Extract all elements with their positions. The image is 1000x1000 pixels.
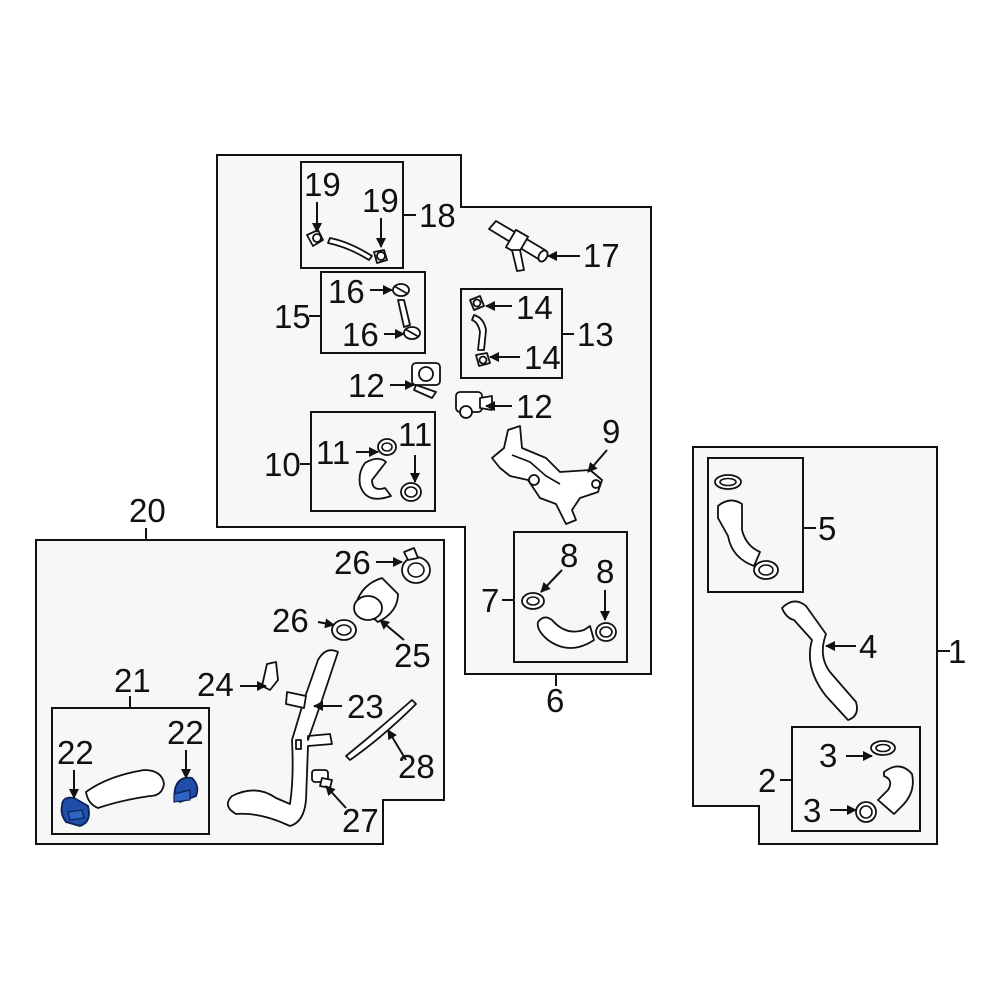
callout-24: 24 (197, 666, 234, 703)
part-8-clamp-left (521, 592, 545, 610)
callout-5: 5 (818, 510, 836, 547)
callout-16b: 16 (342, 316, 379, 353)
callout-19b: 19 (362, 182, 399, 219)
part-11-clamp-bottom (400, 482, 422, 502)
callout-21: 21 (114, 662, 151, 699)
part-14-clip-top (469, 295, 485, 311)
arrow-26b (317, 618, 335, 629)
callout-16a: 16 (328, 273, 365, 310)
callout-12a: 12 (348, 367, 385, 404)
part-15-hose (397, 299, 411, 328)
callout-14b: 14 (524, 339, 561, 376)
callout-27: 27 (342, 802, 379, 839)
callout-11b: 11 (398, 416, 432, 453)
part-2-hose (877, 765, 914, 815)
callout-4: 4 (859, 628, 877, 665)
callout-25: 25 (394, 637, 431, 674)
callout-19a: 19 (304, 166, 341, 203)
callout-9: 9 (602, 413, 620, 450)
part-11-clamp-top (377, 438, 397, 456)
part-5-clamp-top (714, 474, 742, 490)
part-3-clamp-bottom (855, 801, 877, 823)
callout-12b: 12 (516, 388, 553, 425)
callout-26b: 26 (272, 602, 309, 639)
part-13-hose (471, 314, 487, 351)
arrow-27 (325, 785, 347, 809)
part-26-clamp-lower (331, 619, 357, 641)
callout-6: 6 (546, 682, 564, 719)
part-22-clamp-left (60, 796, 90, 827)
callout-8a: 8 (560, 537, 578, 574)
callout-1: 1 (948, 633, 966, 670)
part-23-pipe (226, 649, 339, 827)
part-18-hose (327, 237, 373, 261)
callout-17: 17 (583, 237, 620, 274)
callout-2: 2 (758, 762, 776, 799)
part-9-housing (491, 425, 603, 525)
callout-7: 7 (481, 582, 499, 619)
callout-11a: 11 (316, 434, 350, 471)
part-8-clamp-right (595, 622, 617, 642)
part-4-hose (781, 600, 858, 721)
callout-20: 20 (129, 492, 166, 529)
callout-23: 23 (347, 688, 384, 725)
part-26-clamp-upper (401, 547, 431, 584)
part-21-hose (85, 769, 165, 809)
callout-13: 13 (577, 316, 614, 353)
part-14-clip-bottom (475, 352, 491, 367)
arrow-9 (587, 449, 608, 473)
callout-18: 18 (419, 197, 456, 234)
part-25-hose (353, 577, 399, 623)
part-19-clip-right (373, 249, 388, 264)
part-16-clip-bottom (403, 326, 421, 340)
part-10-hose (358, 457, 392, 500)
callout-22a: 22 (57, 734, 94, 771)
part-5-clamp-bottom (753, 560, 779, 580)
callout-22b: 22 (167, 714, 204, 751)
callout-8b: 8 (596, 553, 614, 590)
callout-28: 28 (398, 748, 435, 785)
part-19-clip-left (306, 229, 324, 247)
callout-15: 15 (274, 298, 311, 335)
arrow-25 (379, 619, 405, 641)
callout-10: 10 (264, 446, 301, 483)
callout-3b: 3 (803, 792, 821, 829)
callout-3a: 3 (819, 737, 837, 774)
part-28-hose (345, 699, 417, 761)
arrow-28 (387, 729, 407, 761)
part-7-hose (536, 616, 595, 649)
part-5-hose (717, 499, 761, 567)
arrow-8a (540, 569, 563, 593)
callout-26a: 26 (334, 544, 371, 581)
callout-14a: 14 (516, 289, 553, 326)
part-3-clamp-top (870, 740, 896, 756)
part-16-clip-top (392, 283, 410, 297)
part-17-pipe (488, 220, 549, 272)
